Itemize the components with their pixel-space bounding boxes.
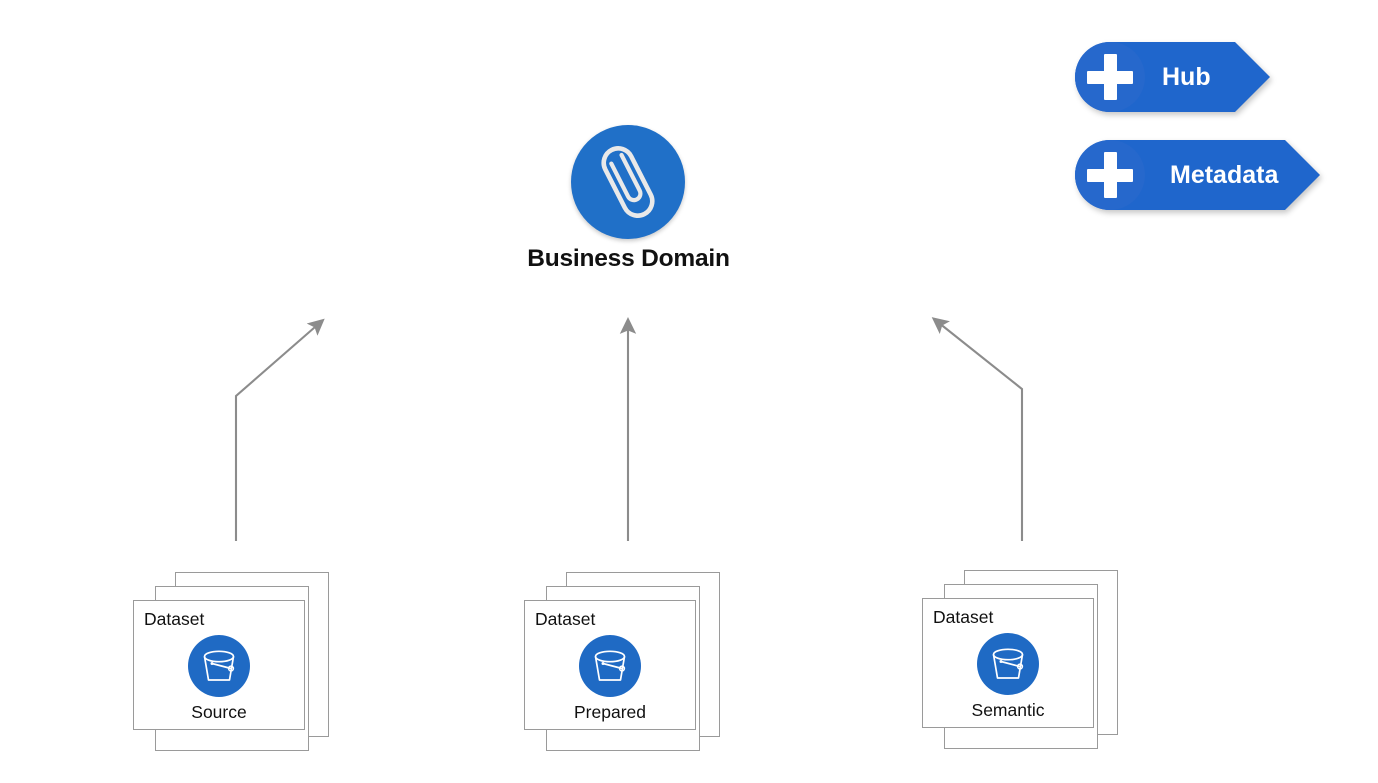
badge-metadata-plus-circle xyxy=(1075,140,1145,210)
business-domain-label: Business Domain xyxy=(527,245,730,272)
card-front[interactable]: Dataset Prepared xyxy=(524,600,696,730)
bucket-icon xyxy=(579,635,641,697)
business-domain-circle[interactable] xyxy=(571,125,685,239)
card-title: Dataset xyxy=(144,609,205,629)
badge-metadata[interactable]: Metadata xyxy=(1075,140,1320,210)
bucket-icon xyxy=(977,633,1039,695)
card-caption: Prepared xyxy=(574,702,646,722)
badge-hub[interactable]: Hub xyxy=(1075,42,1270,112)
card-front[interactable]: Dataset Semantic xyxy=(922,598,1094,728)
card-caption: Source xyxy=(191,702,247,722)
arrow-semantic-to-domain xyxy=(931,317,1024,541)
card-title: Dataset xyxy=(535,609,596,629)
dataset-card-prepared[interactable]: Dataset Prepared xyxy=(524,572,720,751)
card-caption: Semantic xyxy=(971,700,1045,720)
dataset-card-source[interactable]: Dataset Source xyxy=(133,572,329,751)
card-front[interactable]: Dataset Source xyxy=(133,600,305,730)
paperclip-icon xyxy=(571,125,685,239)
card-title: Dataset xyxy=(933,607,994,627)
badge-hub-label: Hub xyxy=(1162,62,1211,91)
business-domain-node[interactable]: Business Domain xyxy=(527,125,730,300)
bucket-icon xyxy=(188,635,250,697)
arrow-source-to-domain xyxy=(234,318,325,541)
dataset-card-semantic[interactable]: Dataset Semantic xyxy=(922,570,1118,749)
badge-hub-plus-circle xyxy=(1075,42,1145,112)
badge-metadata-label: Metadata xyxy=(1170,160,1279,189)
